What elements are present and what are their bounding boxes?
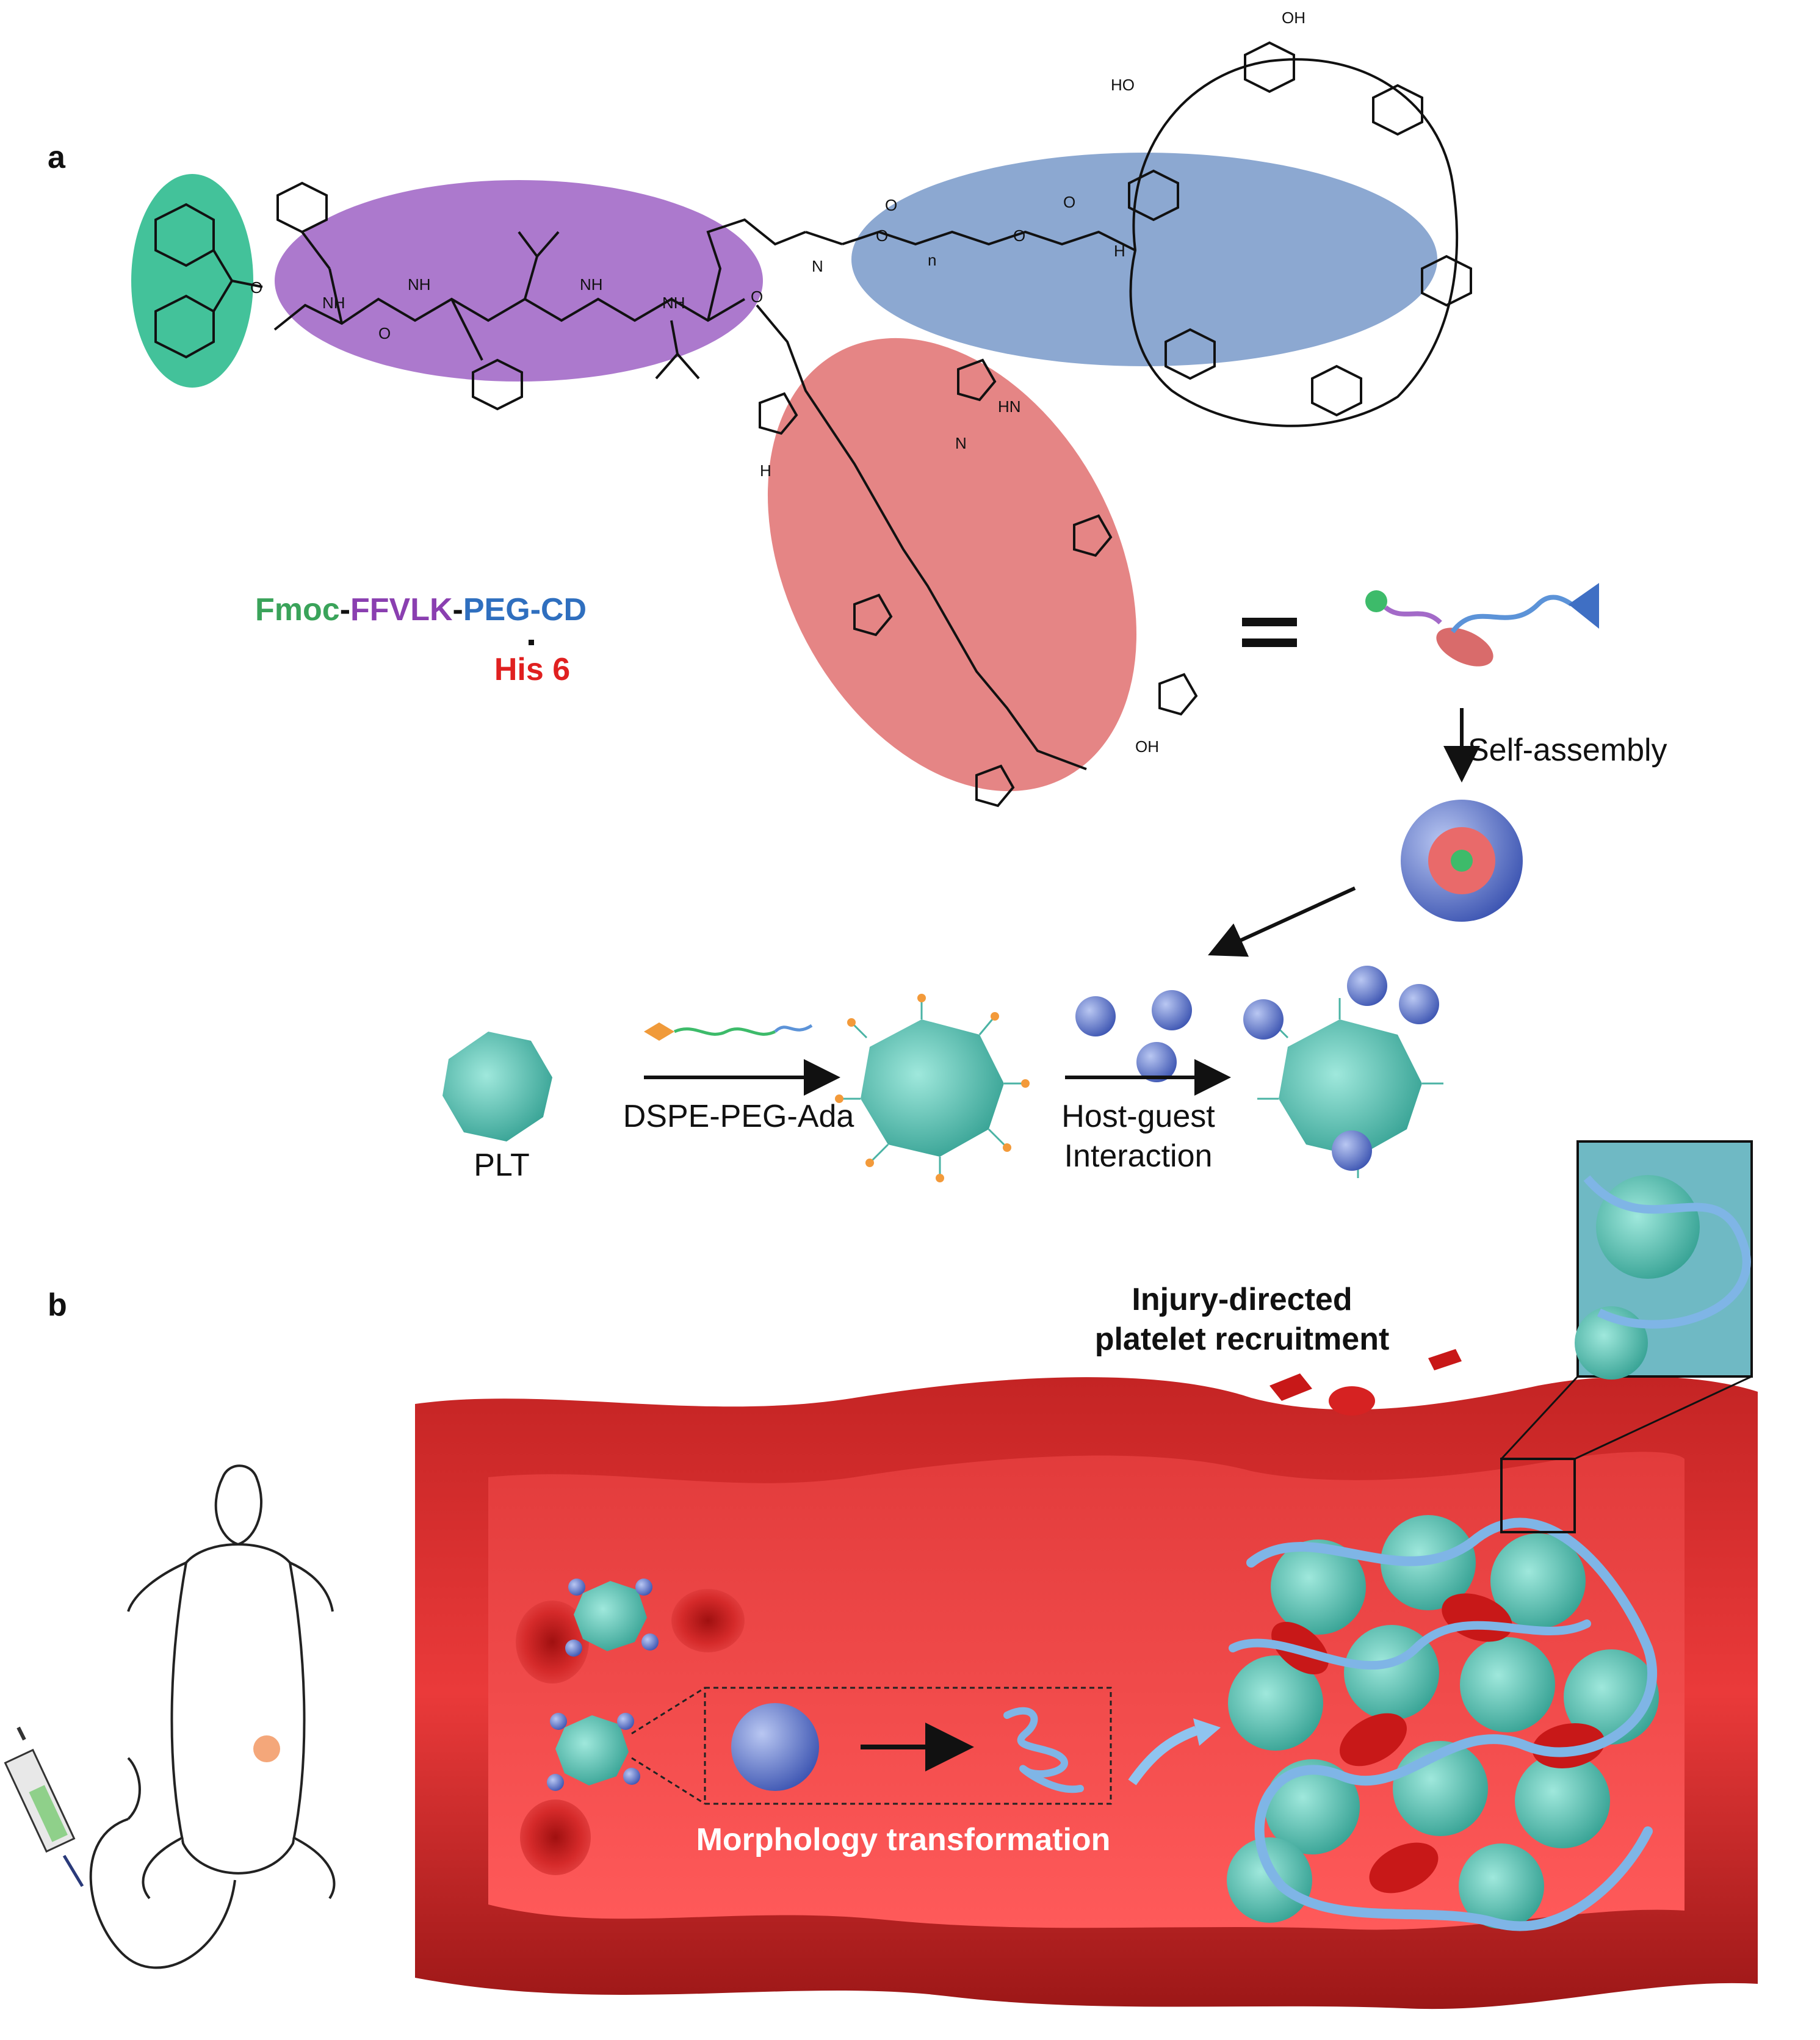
dspe-peg-ada-icon [644,1022,813,1041]
decorated-platelet [835,994,1030,1182]
panel-a: NH NH NH NH N O O O O O O O H n OH HO HN… [131,9,1599,1182]
formula-dash: - [452,592,463,628]
injury-site-marker [253,1735,280,1762]
chem-label: NH [408,275,431,294]
chem-atom-labels: NH NH NH NH N O O O O O O O H n OH HO HN… [250,9,1305,756]
chem-label: NH [580,275,603,294]
plt-cell [442,1032,552,1141]
chem-label: O [378,324,391,342]
curved-arrow-icon [1128,1726,1198,1785]
clot [1227,1515,1659,1931]
curved-arrow-head [1193,1718,1221,1746]
nanoparticle [1136,1042,1177,1082]
red-blood-cell [520,1799,591,1875]
red-blood-cell [516,1601,589,1684]
nanoparticle [1152,990,1192,1030]
formula-line: Fmoc-FFVLK-PEG-CD [255,592,587,629]
chem-label: HO [1111,76,1135,94]
chem-label: H [760,461,771,480]
chem-label: O [885,196,897,214]
panel-label-b: b [48,1287,67,1323]
formula-link-dot [529,640,534,645]
his-ellipse [767,338,1137,792]
chem-label: O [1013,226,1025,245]
chem-label: OH [1135,737,1159,756]
peg-cd-ellipse [851,153,1437,366]
chemical-structure [154,41,1472,808]
panel-label-a: a [48,140,65,175]
inset-zoom [1500,1140,1753,1533]
chem-label: O [751,288,763,306]
chem-label: O [1063,193,1075,211]
chem-label: O [250,278,262,297]
plt-label: PLT [474,1148,530,1183]
injury-debris [1269,1349,1462,1416]
morphology-transformation-label: Morphology transformation [696,1822,1111,1857]
micelle [1401,800,1523,922]
chem-label: N [955,434,967,452]
chem-label: n [928,251,936,269]
panel-b [4,1140,1758,2009]
formula-peptide: FFVLK [350,592,453,628]
dspe-peg-ada-label: DSPE-PEG-Ada [623,1099,854,1134]
vessel-platelet [547,1713,640,1791]
injury-directed-label: Injury-directed [1132,1282,1352,1317]
peptide-ellipse [275,180,763,382]
chem-label: HN [998,397,1021,416]
chem-label: NH [322,294,345,312]
interaction-label: Interaction [1064,1138,1213,1174]
chem-label: N [812,257,823,275]
red-blood-cell [671,1589,745,1652]
formula-his: His 6 [494,652,571,687]
platelet-recruitment-label: platelet recruitment [1094,1322,1390,1357]
host-guest-label: Host-guest [1061,1099,1215,1134]
chem-label: OH [1282,9,1305,27]
formula-fmoc: Fmoc [255,592,340,628]
chem-label: H [1114,242,1125,260]
chem-label: O [876,226,888,245]
platelet-with-nanoparticles [1243,966,1443,1178]
fmoc-ellipse [131,174,253,388]
formula-dash: - [339,592,351,628]
mouse-illustration [89,1464,336,1969]
formula-peg-cd: PEG-CD [463,592,587,628]
self-assembly-label: Self-assembly [1468,732,1667,768]
morphology-box [631,1687,1112,1805]
vessel-platelet [565,1579,659,1657]
chem-label: NH [662,294,685,312]
equals-sign [1242,618,1297,647]
syringe-icon [4,1726,84,1887]
micelle-arrow [1208,886,1356,957]
nanoparticle [1075,996,1116,1036]
molecule-cartoon [1365,583,1599,667]
